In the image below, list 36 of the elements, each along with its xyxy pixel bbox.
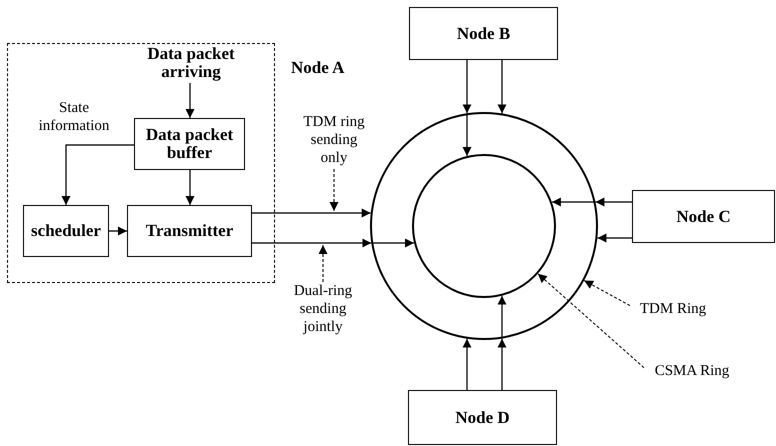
annotation-text: TDM ring sending only bbox=[298, 113, 370, 169]
leader-arrow bbox=[318, 244, 328, 282]
annotation-text: Data packet arriving bbox=[145, 45, 237, 83]
arrow bbox=[462, 60, 472, 156]
arrow bbox=[252, 208, 371, 218]
node-box bbox=[632, 190, 775, 243]
arrow bbox=[186, 83, 194, 118]
node-box bbox=[23, 205, 109, 257]
arrow bbox=[186, 170, 194, 205]
node-label: Data packet buffer bbox=[144, 126, 234, 162]
leader-arrow bbox=[584, 280, 630, 306]
arrow bbox=[462, 338, 472, 390]
node-label: Transmitter bbox=[146, 222, 234, 240]
arrow bbox=[552, 198, 632, 206]
annotation-text: TDM Ring bbox=[630, 300, 716, 322]
arrow bbox=[498, 60, 506, 114]
ring-circle bbox=[412, 154, 556, 298]
leader-arrow bbox=[537, 273, 644, 368]
arrow bbox=[252, 238, 414, 248]
node-box bbox=[408, 390, 557, 445]
node-label: Node D bbox=[455, 408, 510, 426]
node-label: Node B bbox=[456, 24, 510, 42]
node-box bbox=[409, 7, 558, 60]
annotation-text: CSMA Ring bbox=[644, 362, 740, 384]
leader-arrow bbox=[330, 168, 338, 212]
node-box bbox=[127, 205, 252, 257]
node-label: Node C bbox=[676, 208, 731, 226]
arrow bbox=[597, 234, 632, 242]
annotation-text: Dual-ring sending jointly bbox=[287, 282, 359, 338]
node-label: scheduler bbox=[31, 222, 101, 240]
ring-circle bbox=[370, 112, 598, 340]
arrow bbox=[62, 144, 134, 205]
group-heading: Node A bbox=[291, 58, 344, 78]
arrow bbox=[109, 226, 127, 236]
arrow bbox=[498, 296, 506, 390]
node-box bbox=[134, 118, 245, 170]
